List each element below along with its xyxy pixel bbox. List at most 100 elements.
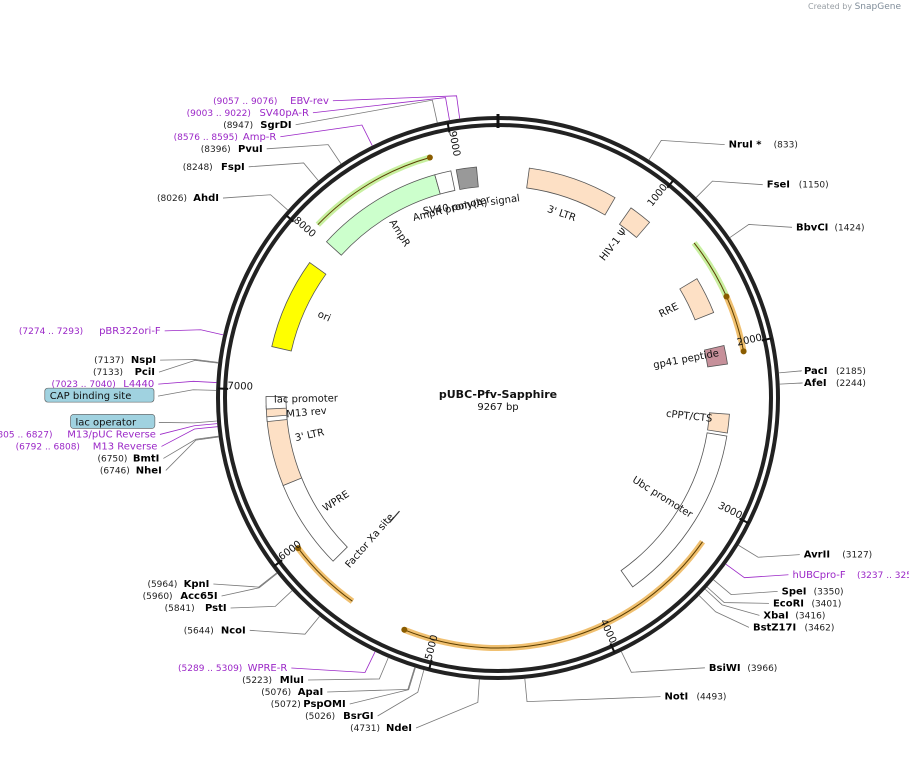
site-label-Acc65I: Acc65I(5960) — [143, 591, 218, 602]
site-name-M13 Reverse: M13 Reverse — [93, 441, 158, 452]
plasmid-name: pUBC-Pfv-Sapphire — [439, 388, 557, 401]
feature-shape-2 — [679, 278, 715, 321]
orf-arrow-head-1 — [723, 293, 730, 300]
feature-label-11: ori — [316, 309, 332, 324]
site-pos-NdeI: (4731) — [350, 724, 380, 734]
site-leader-NheI — [165, 436, 219, 471]
site-label-AfeI: AfeI(2244) — [804, 378, 866, 389]
site-leader-NruI * — [648, 139, 725, 161]
site-pos-PspOMI: (5072) — [271, 700, 301, 710]
tick-label-3000: 3000 — [716, 500, 744, 521]
site-pos-AhdI: (8026) — [157, 194, 187, 204]
site-pos-L4440: (7023 .. 7040) — [52, 380, 116, 390]
tick-mark-8000 — [285, 214, 295, 223]
site-pos-SV40pA-R: (9003 .. 9022) — [187, 109, 251, 119]
orf-arrow-head-4 — [426, 154, 433, 161]
site-name-FseI: FseI — [767, 180, 790, 191]
orf-arrow-head-2 — [401, 626, 408, 633]
site-leader-lac operator — [158, 420, 217, 424]
site-label-SpeI: SpeI(3350) — [782, 586, 844, 597]
site-name-NcoI: NcoI — [221, 625, 246, 636]
site-label-BsiWI: BsiWI (3966) — [709, 663, 777, 674]
feature-mark-6 — [389, 510, 400, 523]
site-leader-Amp-R — [280, 124, 373, 146]
site-name-SgrDI: SgrDI — [260, 120, 291, 131]
site-leader-AhdI — [222, 194, 289, 211]
tick-mark-5000 — [428, 659, 433, 670]
site-label-MluI: MluI(5223) — [242, 675, 304, 686]
feature-shape-10 — [266, 414, 288, 423]
site-name-BmtI: BmtI — [133, 453, 160, 464]
site-pos-BsiWI: (3966) — [747, 664, 777, 674]
feature-shape-1 — [618, 207, 651, 239]
site-pos-KpnI: (5964) — [147, 580, 177, 590]
feature-shape-5 — [620, 432, 728, 588]
site-name-SV40pA-R: SV40pA-R — [259, 108, 308, 119]
site-pos-SgrDI: (8947) — [223, 121, 253, 131]
site-name-pBR322ori-F: pBR322ori-F — [99, 326, 161, 337]
site-box-CAP binding site — [44, 387, 155, 403]
site-pos-FseI: (1150) — [799, 181, 829, 191]
site-leader-AvrII — [738, 544, 800, 558]
site-name-NheI: NheI — [136, 465, 162, 476]
feature-shape-13 — [434, 170, 456, 195]
site-pos-WPRE-R: (5289 .. 5309) — [178, 664, 242, 674]
site-pos-EBV-rev: (9057 .. 9076) — [213, 97, 277, 107]
site-label-KpnI: KpnI(5964) — [147, 579, 209, 590]
site-label-NcoI: NcoI(5644) — [184, 625, 246, 636]
site-label-FseI: FseI (1150) — [767, 180, 829, 191]
site-name-EBV-rev: EBV-rev — [290, 96, 329, 107]
site-layer: NruI *(833)FseI(1150)BbvCI(1424)PacI(218… — [0, 95, 909, 734]
site-label-PstI: PstI(5841) — [165, 603, 227, 614]
site-leader-BmtI — [163, 435, 219, 459]
feature-label-1: HIV-1 Ψ — [598, 227, 630, 264]
site-label-PacI: PacI(2185) — [804, 366, 866, 377]
tick-label-8000: 8000 — [291, 215, 317, 240]
site-pos-XbaI: (3416) — [795, 611, 825, 621]
orf-arc-core-2 — [404, 541, 703, 649]
site-pos-BsrGI: (5026) — [305, 712, 335, 722]
site-label-BbvCI: BbvCI(1424) — [796, 222, 864, 233]
site-label-SV40pA-R: SV40pA-R (9003 .. 9022) — [187, 108, 309, 119]
site-pos-FspI: (8248) — [183, 163, 213, 173]
orf-arrow-head-3 — [295, 545, 302, 552]
site-pos-hUBCpro-F: (3237 .. 3256) — [857, 571, 909, 581]
site-leader-PacI — [778, 370, 802, 374]
site-name-AfeI: AfeI — [804, 378, 827, 389]
site-leader-NcoI — [249, 616, 320, 635]
site-name-Amp-R: Amp-R — [243, 132, 277, 143]
tick-mark-4000 — [609, 643, 616, 653]
site-label-EBV-rev: EBV-rev (9057 .. 9076) — [213, 96, 329, 107]
site-leader-EcoRI — [706, 586, 769, 604]
site-name-ApaI: ApaI — [298, 687, 323, 698]
site-leader-L4440 — [158, 380, 217, 385]
site-label-BsrGI: BsrGI(5026) — [305, 711, 373, 722]
site-name-WPRE-R: WPRE-R — [248, 663, 288, 674]
tick-label-1000: 1000 — [646, 182, 671, 209]
site-leader-XbaI — [704, 588, 760, 616]
feature-label-4: cPPT/CTS — [665, 409, 712, 425]
site-name-BbvCI: BbvCI — [796, 222, 828, 233]
site-leader-AfeI — [779, 382, 803, 385]
site-name-BstZ17I: BstZ17I — [753, 622, 796, 633]
site-leader-hUBCpro-F — [725, 563, 789, 579]
site-name-EcoRI: EcoRI — [773, 598, 804, 609]
site-label-PciI: PciI(7133) — [93, 367, 155, 378]
site-pos-PvuI: (8396) — [201, 145, 231, 155]
site-label-lac operator: lac operator — [70, 414, 156, 429]
site-leader-NotI — [524, 678, 661, 703]
site-leader-KpnI — [213, 572, 277, 588]
site-label-Amp-R: Amp-R (8576 .. 8595) — [174, 132, 277, 143]
tick-label-2000: 2000 — [736, 332, 763, 348]
site-label-CAP binding site: CAP binding site — [44, 387, 155, 403]
site-pos-Amp-R: (8576 .. 8595) — [174, 133, 238, 143]
site-label-M13 Reverse: M13 Reverse(6792 .. 6808) — [16, 441, 158, 452]
feature-label-6: Factor Xa site — [344, 512, 397, 571]
site-name-PciI: PciI — [135, 367, 155, 378]
site-leader-M13 Reverse — [161, 426, 218, 447]
site-name-BsiWI: BsiWI — [709, 663, 741, 674]
feature-shape-11 — [271, 261, 327, 352]
site-pos-EcoRI: (3401) — [811, 599, 841, 609]
site-name-Acc65I: Acc65I — [180, 591, 217, 602]
site-leader-SV40pA-R — [312, 97, 450, 121]
